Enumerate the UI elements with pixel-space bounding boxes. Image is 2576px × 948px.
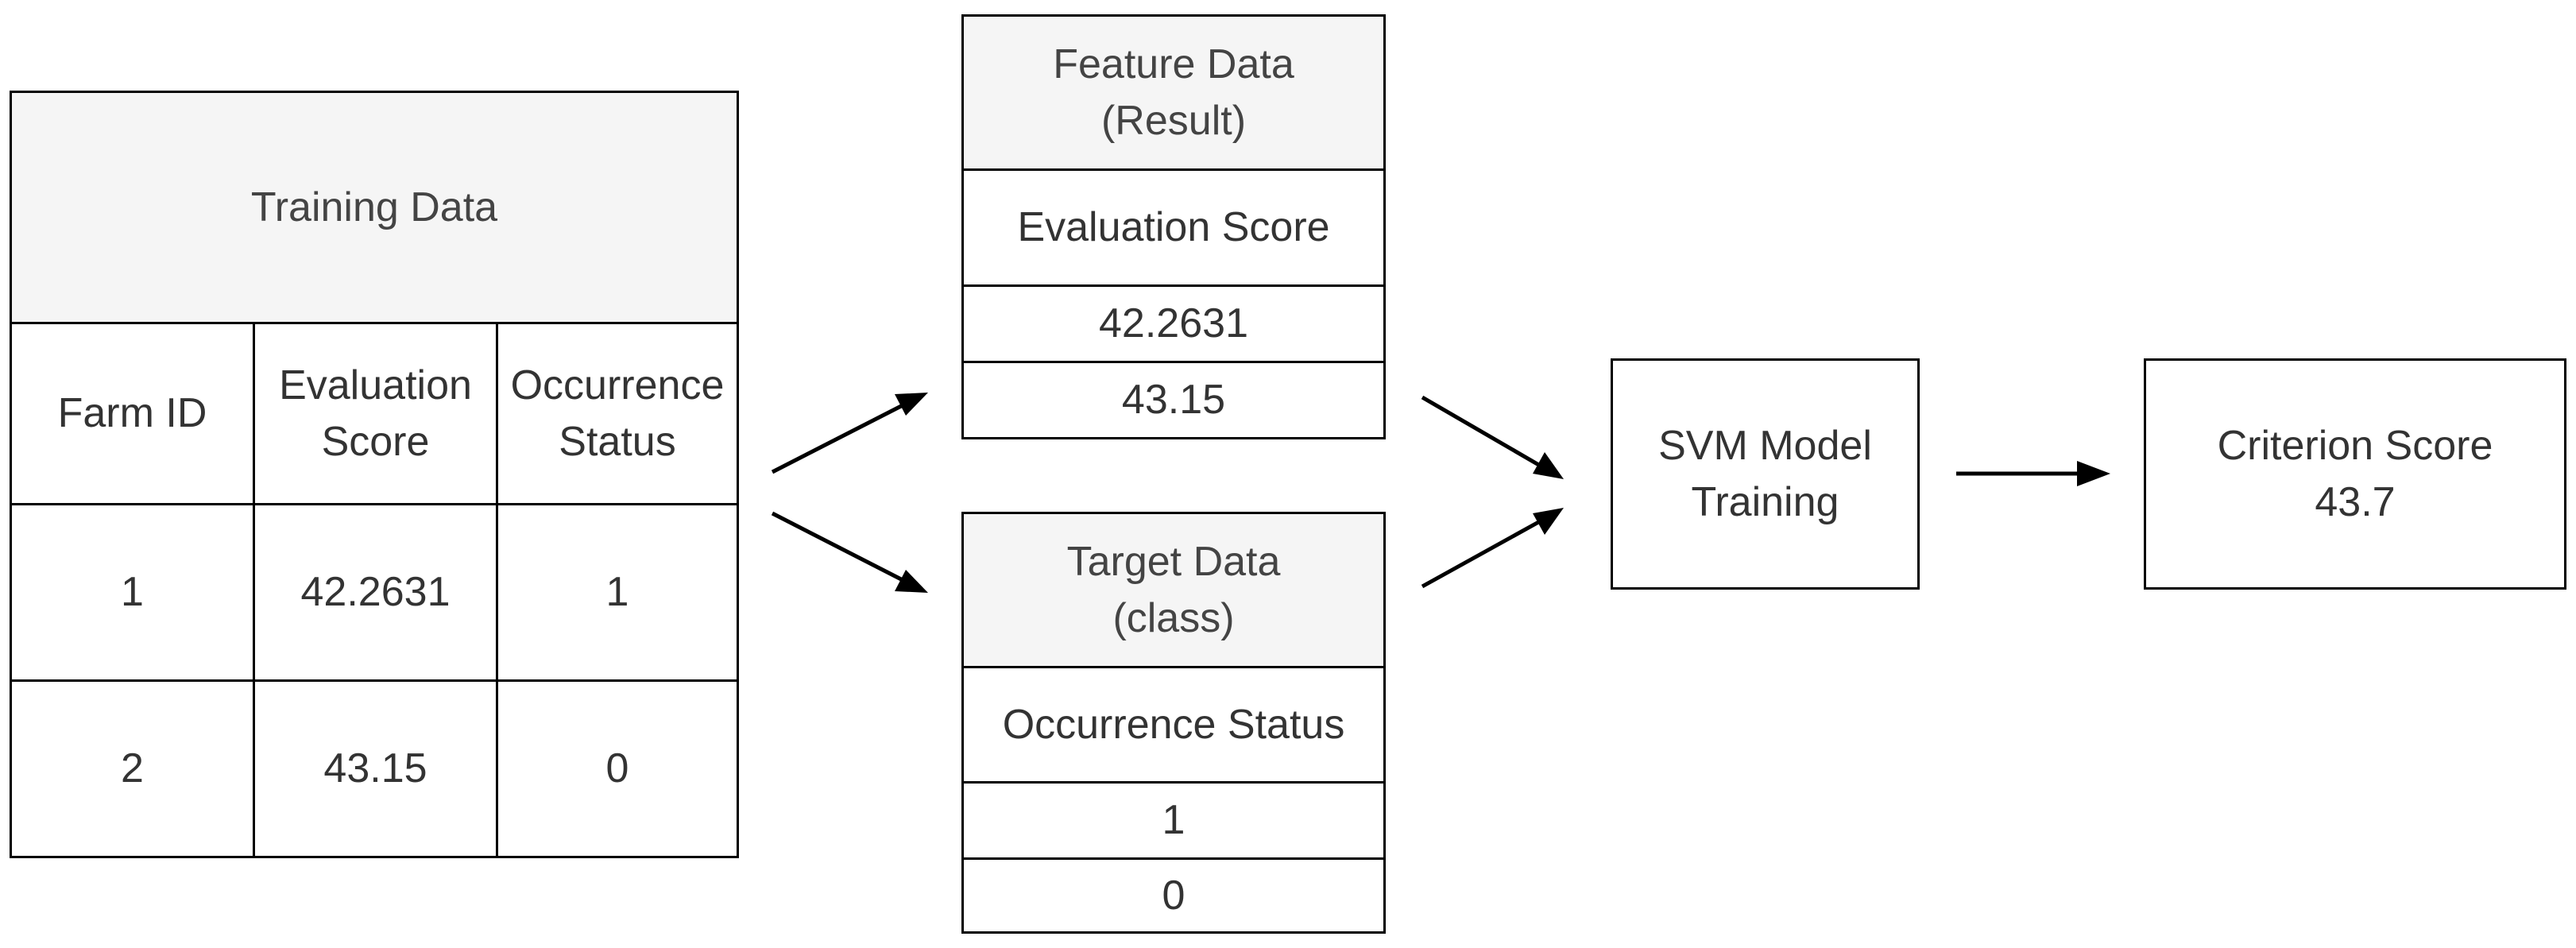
- criterion-score-box: Criterion Score 43.7: [2144, 358, 2566, 590]
- arrow-target-to-svm: [1421, 518, 1543, 589]
- arrow-training-to-feature: [771, 401, 907, 474]
- column-header-evaluation-score: Evaluation Score: [255, 324, 498, 505]
- arrowhead-icon: [1533, 452, 1564, 479]
- column-header-farm-id: Farm ID: [12, 324, 255, 505]
- column-header-occurrence-status: Occurrence Status: [498, 324, 737, 505]
- feature-value-cell: 42.2631: [964, 287, 1383, 363]
- criterion-score-label: Criterion Score 43.7: [2217, 423, 2493, 525]
- feature-data-title: Feature Data (Result): [964, 17, 1383, 171]
- arrowhead-icon: [1533, 508, 1564, 535]
- arrow-training-to-target: [771, 511, 907, 584]
- table-cell-farm-id: 2: [12, 682, 255, 856]
- training-data-table: Training Data Farm ID Evaluation Score O…: [10, 91, 739, 858]
- feature-value-cell: 43.15: [1121, 377, 1226, 424]
- feature-data-table: Feature Data (Result) Evaluation Score 4…: [961, 14, 1386, 439]
- arrowhead-icon: [895, 570, 928, 593]
- feature-column-header: Evaluation Score: [964, 171, 1383, 287]
- target-column-header: Occurrence Status: [964, 668, 1383, 784]
- target-data-title: Target Data (class): [964, 514, 1383, 668]
- target-data-table: Target Data (class) Occurrence Status 1 …: [961, 512, 1386, 934]
- table-cell-farm-id: 1: [12, 505, 255, 682]
- arrowhead-icon: [2077, 461, 2110, 486]
- training-data-title: Training Data: [12, 93, 737, 324]
- arrowhead-icon: [895, 393, 928, 416]
- table-cell-occurrence-status: 1: [498, 505, 737, 682]
- table-cell-evaluation-score: 42.2631: [255, 505, 498, 682]
- target-value-cell: 1: [964, 784, 1383, 860]
- table-cell-occurrence-status: 0: [605, 745, 629, 792]
- arrow-feature-to-svm: [1421, 395, 1543, 469]
- svm-model-training-box: SVM Model Training: [1611, 358, 1920, 590]
- table-cell-evaluation-score: 43.15: [255, 682, 498, 856]
- svm-model-training-label: SVM Model Training: [1658, 423, 1872, 525]
- target-value-cell: 0: [1162, 872, 1186, 919]
